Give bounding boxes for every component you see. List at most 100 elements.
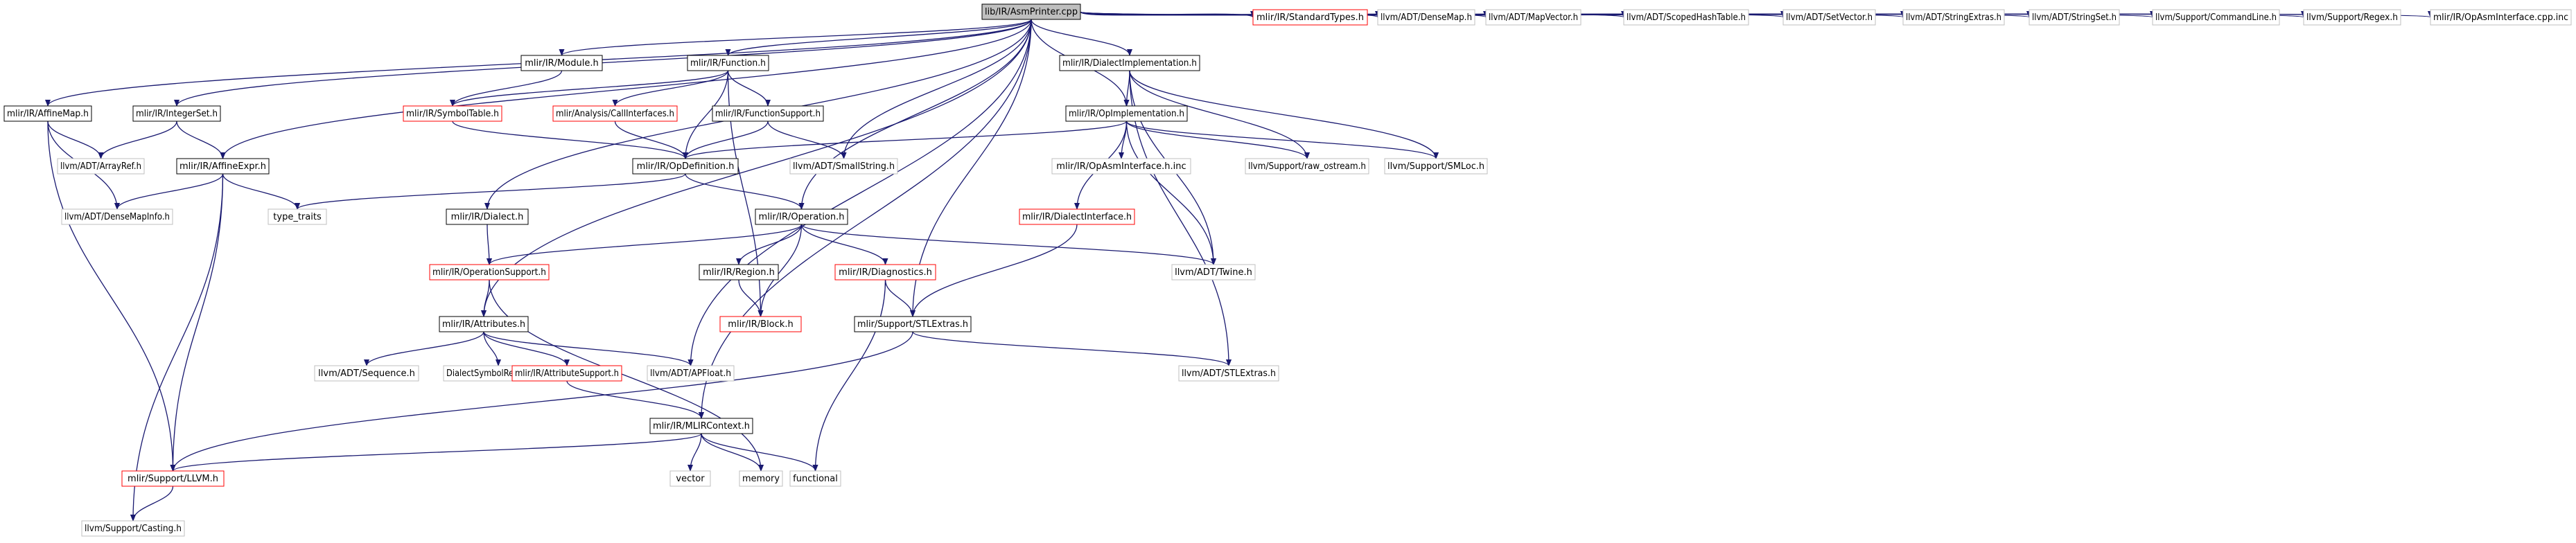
node-diagnostics[interactable]: mlir/IR/Diagnostics.h	[834, 264, 936, 281]
node-block[interactable]: mlir/IR/Block.h	[719, 316, 802, 332]
include-edge-asmprinter-to-dialectimpl	[1031, 19, 1132, 56]
include-edge-dialectimpl-to-rawostream	[1129, 70, 1310, 159]
node-box-apfloat	[647, 365, 735, 382]
include-edge-attributes-to-dialectsymbolregistry	[483, 331, 501, 366]
node-box-affineexpr	[176, 158, 270, 175]
include-edge-mlircontext-to-memory	[701, 433, 764, 472]
node-label-sequence: llvm/ADT/Sequence.h	[318, 368, 415, 379]
node-label-memory: memory	[742, 474, 780, 484]
node-box-dialectimpl	[1059, 55, 1200, 71]
node-affineexpr[interactable]: mlir/IR/AffineExpr.h	[176, 158, 270, 175]
node-label-scopedhashtable: llvm/ADT/ScopedHashTable.h	[1627, 12, 1746, 23]
node-asmprinter[interactable]: lib/IR/AsmPrinter.cpp	[981, 3, 1081, 20]
include-edge-opdefinition-to-operation	[685, 173, 805, 210]
node-region[interactable]: mlir/IR/Region.h	[699, 264, 779, 281]
node-label-opdefinition: mlir/IR/OpDefinition.h	[637, 161, 735, 172]
node-label-setvector: llvm/ADT/SetVector.h	[1786, 12, 1873, 23]
node-box-standardtypes	[1252, 9, 1368, 26]
node-arrayref: llvm/ADT/ArrayRef.h	[57, 158, 145, 175]
node-apfloat: llvm/ADT/APFloat.h	[647, 365, 735, 382]
node-box-symboltable	[403, 105, 502, 122]
node-label-operationsupport: mlir/IR/OperationSupport.h	[432, 267, 546, 278]
include-edge-asmprinter-to-smallstring	[841, 19, 1032, 159]
node-attributesupport[interactable]: mlir/IR/AttributeSupport.h	[511, 365, 622, 382]
node-box-module	[520, 55, 603, 71]
node-dialectinterface[interactable]: mlir/IR/DialectInterface.h	[1019, 208, 1135, 225]
node-label-casting: llvm/Support/Casting.h	[85, 524, 182, 534]
node-label-dialectinterface: mlir/IR/DialectInterface.h	[1022, 212, 1132, 222]
node-attributes[interactable]: mlir/IR/Attributes.h	[439, 316, 529, 332]
node-operation[interactable]: mlir/IR/Operation.h	[755, 208, 848, 225]
include-edge-dialectinterface-to-stlextras	[910, 224, 1078, 317]
node-label-typetraits: type_traits	[273, 212, 322, 222]
include-edge-affineexpr-to-typetraits	[222, 173, 300, 210]
node-twine: llvm/ADT/Twine.h	[1171, 264, 1256, 281]
node-integerset[interactable]: mlir/IR/IntegerSet.h	[132, 105, 221, 122]
node-standardtypes[interactable]: mlir/IR/StandardTypes.h	[1252, 9, 1368, 26]
node-box-casting	[81, 520, 185, 537]
node-label-stlextras: mlir/Support/STLExtras.h	[857, 319, 968, 330]
node-function[interactable]: mlir/IR/Function.h	[687, 55, 769, 71]
node-opdefinition[interactable]: mlir/IR/OpDefinition.h	[632, 158, 739, 175]
include-edge-opimpl-to-twine	[1125, 121, 1216, 265]
include-edge-asmprinter-to-integerset	[174, 19, 1032, 107]
include-edge-attributesupport-to-mlircontext	[566, 380, 704, 419]
node-label-callinterfaces: mlir/Analysis/CallInterfaces.h	[556, 109, 674, 119]
node-box-stringset	[2029, 9, 2120, 26]
node-box-functional	[789, 470, 841, 487]
node-scopedhashtable: llvm/ADT/ScopedHashTable.h	[1623, 9, 1749, 26]
include-edge-function-to-opdefinition	[683, 70, 729, 159]
node-supportllvm[interactable]: mlir/Support/LLVM.h	[121, 470, 225, 487]
node-dialectimpl[interactable]: mlir/IR/DialectImplementation.h	[1059, 55, 1200, 71]
node-box-callinterfaces	[552, 105, 678, 122]
include-edge-operation-to-operationsupport	[487, 224, 803, 265]
include-edge-callinterfaces-to-opdefinition	[614, 121, 688, 159]
node-box-functionsupport	[712, 105, 824, 122]
node-label-llvmstlextras: llvm/ADT/STLExtras.h	[1182, 368, 1276, 379]
include-edge-functionsupport-to-opdefinition	[683, 121, 769, 159]
node-module[interactable]: mlir/IR/Module.h	[520, 55, 603, 71]
node-memory: memory	[739, 470, 783, 487]
include-edge-affinemap-to-supportllvm	[47, 121, 176, 472]
node-functionsupport[interactable]: mlir/IR/FunctionSupport.h	[712, 105, 824, 122]
node-label-rawostream: llvm/Support/raw_ostream.h	[1248, 161, 1366, 172]
node-label-block: mlir/IR/Block.h	[728, 319, 793, 330]
node-label-densemap: llvm/ADT/DenseMap.h	[1381, 12, 1472, 23]
include-edge-module-to-symboltable	[450, 70, 563, 107]
include-edge-dialectimpl-to-smloc	[1129, 70, 1439, 159]
node-mapvector: llvm/ADT/MapVector.h	[1485, 9, 1581, 26]
node-operationsupport[interactable]: mlir/IR/OperationSupport.h	[429, 264, 550, 281]
include-edge-diagnostics-to-functional	[812, 279, 886, 472]
include-edge-stlextras-to-llvmstlextras	[912, 331, 1232, 366]
node-opimpl[interactable]: mlir/IR/OpImplementation.h	[1065, 105, 1188, 122]
include-edge-attributes-to-attributesupport	[483, 331, 570, 366]
node-label-stringextras: llvm/ADT/StringExtras.h	[1906, 12, 2001, 23]
node-label-region: mlir/IR/Region.h	[703, 267, 775, 278]
include-edge-asmprinter-to-attributes	[481, 19, 1032, 317]
node-box-attributes	[439, 316, 529, 332]
node-label-dialectimpl: mlir/IR/DialectImplementation.h	[1062, 58, 1197, 69]
include-edge-affineexpr-to-casting	[130, 173, 224, 522]
node-affinemap[interactable]: mlir/IR/AffineMap.h	[3, 105, 92, 122]
node-functional: functional	[789, 470, 841, 487]
node-box-setvector	[1782, 9, 1876, 26]
node-label-operation: mlir/IR/Operation.h	[759, 212, 845, 222]
include-edge-asmprinter-to-mlircontext	[699, 19, 1032, 419]
include-edge-integerset-to-arrayref	[98, 121, 177, 159]
include-edge-region-to-block	[738, 279, 764, 317]
node-vector: vector	[669, 470, 711, 487]
node-box-region	[699, 264, 779, 281]
include-edge-operationsupport-to-memory	[489, 279, 764, 472]
include-edge-operation-to-block	[757, 224, 803, 317]
node-rawostream: llvm/Support/raw_ostream.h	[1245, 158, 1369, 175]
node-box-densemapinfo	[61, 208, 173, 225]
node-box-mlircontext	[649, 418, 753, 434]
node-mlircontext[interactable]: mlir/IR/MLIRContext.h	[649, 418, 753, 434]
node-stlextras[interactable]: mlir/Support/STLExtras.h	[854, 316, 972, 332]
node-label-stringset: llvm/ADT/StringSet.h	[2032, 12, 2117, 23]
node-symboltable[interactable]: mlir/IR/SymbolTable.h	[403, 105, 502, 122]
node-dialect[interactable]: mlir/IR/Dialect.h	[446, 208, 529, 225]
node-callinterfaces[interactable]: mlir/Analysis/CallInterfaces.h	[552, 105, 678, 122]
include-edge-opimpl-to-rawostream	[1125, 121, 1310, 159]
